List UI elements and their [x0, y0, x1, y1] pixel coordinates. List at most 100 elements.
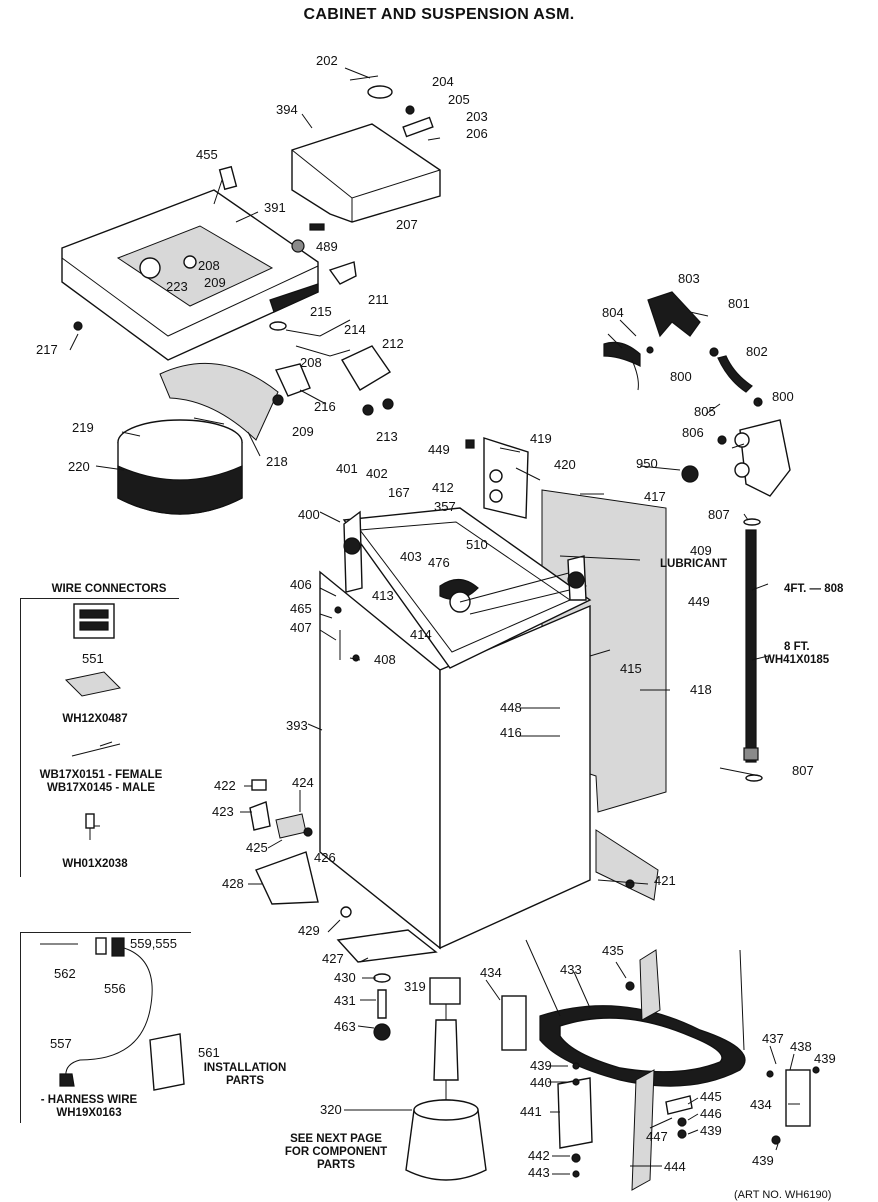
water-valve-assembly [603, 291, 791, 497]
connector-male: WB17X0145 - MALE [46, 782, 155, 794]
callout-805: 805 [694, 404, 716, 419]
installation-label: INSTALLATION [203, 1062, 287, 1074]
see-next-page-line1: SEE NEXT PAGE [290, 1133, 382, 1145]
callout-425: 425 [246, 840, 268, 855]
callout-444: 444 [664, 1159, 686, 1174]
callout-434-right: 434 [750, 1097, 772, 1112]
harness-559-555: 559,555 [130, 936, 177, 951]
callout-204: 204 [432, 74, 454, 89]
harness-562: 562 [54, 966, 76, 981]
callout-418: 418 [690, 682, 712, 697]
callout-439-far-right: 439 [814, 1051, 836, 1066]
callout-438: 438 [790, 1039, 812, 1054]
wire-connectors-heading: WIRE CONNECTORS [51, 583, 167, 595]
callout-407: 407 [290, 620, 312, 635]
harness-parts [40, 937, 185, 1091]
callout-400: 400 [298, 507, 320, 522]
suspension-rod-assembly [405, 1004, 487, 1181]
callout-439-center: 439 [700, 1123, 722, 1138]
callout-223: 223 [166, 279, 188, 294]
leader-lines [69, 113, 800, 1175]
callout-433: 433 [560, 962, 582, 977]
callout-434-left: 434 [480, 965, 502, 980]
callout-206: 206 [466, 126, 488, 141]
bottom-frame [595, 829, 659, 901]
small-hardware-top [73, 67, 441, 416]
callout-209-top: 209 [204, 275, 226, 290]
callout-448: 448 [500, 700, 522, 715]
inlet-hose [743, 518, 763, 782]
hose-code-label: WH41X0185 [764, 654, 830, 666]
callout-804: 804 [602, 305, 624, 320]
callout-463: 463 [334, 1019, 356, 1034]
callout-800-right: 800 [772, 389, 794, 404]
hose-8ft-label: 8 FT. [784, 641, 810, 653]
callout-449-top: 449 [428, 442, 450, 457]
top-cover [61, 189, 319, 361]
harness-556: 556 [104, 981, 126, 996]
tub-cover-and-ring [117, 363, 279, 515]
connector-wh01x2038: WH01X2038 [62, 858, 128, 870]
callout-209-bottom: 209 [292, 424, 314, 439]
connector-551: 551 [82, 651, 104, 666]
callout-449-right: 449 [688, 594, 710, 609]
callout-428: 428 [222, 876, 244, 891]
callout-806: 806 [682, 425, 704, 440]
callout-320: 320 [320, 1102, 342, 1117]
parts-label: PARTS [225, 1075, 265, 1087]
callout-212: 212 [382, 336, 404, 351]
harness-561: 561 [198, 1045, 220, 1060]
callout-207: 207 [396, 217, 418, 232]
base-platform [501, 939, 820, 1191]
callout-446: 446 [700, 1106, 722, 1121]
callout-807-top: 807 [708, 507, 730, 522]
callout-800-left: 800 [670, 369, 692, 384]
callout-801: 801 [728, 296, 750, 311]
callout-439-left-top: 439 [530, 1058, 552, 1073]
art-number: (ART NO. WH6190) [734, 1189, 832, 1201]
callout-445: 445 [700, 1089, 722, 1104]
callout-420: 420 [554, 457, 576, 472]
callout-391: 391 [264, 200, 286, 215]
front-hardware [249, 779, 461, 1041]
callout-441: 441 [520, 1104, 542, 1119]
callout-402: 402 [366, 466, 388, 481]
lubricant-label: LUBRICANT [660, 558, 728, 570]
callout-447: 447 [646, 1129, 668, 1144]
callout-417: 417 [644, 489, 666, 504]
callout-807-bottom: 807 [792, 763, 814, 778]
callout-220: 220 [68, 459, 90, 474]
page-title: CABINET AND SUSPENSION ASM. [303, 6, 575, 23]
callout-426: 426 [314, 850, 336, 865]
callout-217: 217 [36, 342, 58, 357]
callout-218: 218 [266, 454, 288, 469]
wire-connectors-box [20, 598, 179, 877]
callout-476: 476 [428, 555, 450, 570]
callout-415: 415 [620, 661, 642, 676]
callout-489: 489 [316, 239, 338, 254]
callout-423: 423 [212, 804, 234, 819]
callout-429: 429 [298, 923, 320, 938]
harness-557: 557 [50, 1036, 72, 1051]
callout-416: 416 [500, 725, 522, 740]
callout-465: 465 [290, 601, 312, 616]
callout-421: 421 [654, 873, 676, 888]
callout-414: 414 [410, 627, 432, 642]
cabinet [319, 507, 592, 950]
callout-430: 430 [334, 970, 356, 985]
callout-412: 412 [432, 480, 454, 495]
callout-406: 406 [290, 577, 312, 592]
callout-408: 408 [374, 652, 396, 667]
see-next-page-line2: FOR COMPONENT [284, 1146, 388, 1158]
callout-442: 442 [528, 1148, 550, 1163]
callout-403: 403 [400, 549, 422, 564]
connector-wh12x0487: WH12X0487 [62, 713, 128, 725]
lid [291, 123, 441, 223]
callout-803: 803 [678, 271, 700, 286]
callout-431: 431 [334, 993, 356, 1008]
callout-437: 437 [762, 1031, 784, 1046]
callout-413: 413 [372, 588, 394, 603]
connector-female: WB17X0151 - FEMALE [39, 769, 163, 781]
callout-409: 409 [690, 543, 712, 558]
